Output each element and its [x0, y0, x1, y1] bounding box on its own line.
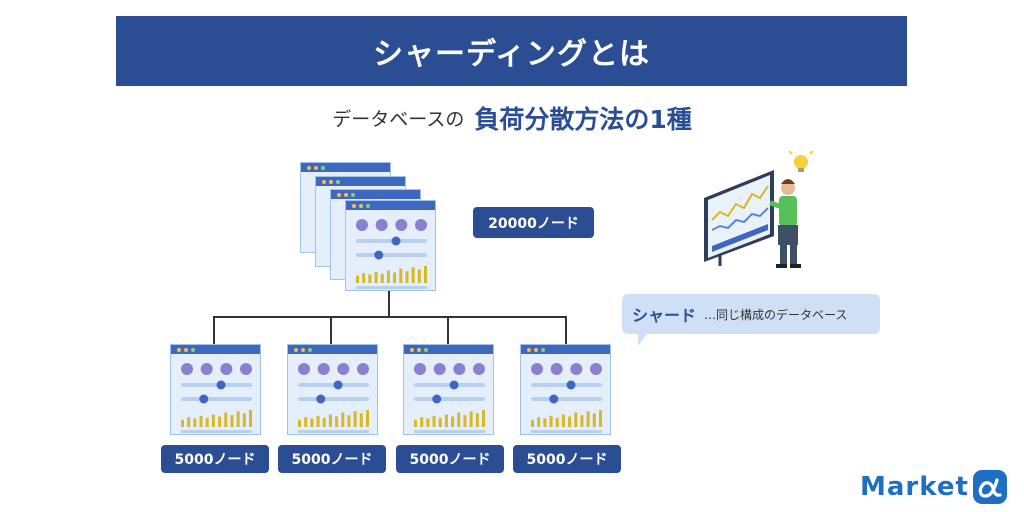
window-dot: [191, 348, 195, 352]
window-dot: [307, 166, 311, 170]
window-dot: [177, 348, 181, 352]
window-contents: [414, 363, 485, 433]
alpha-logo-icon: [972, 470, 1007, 504]
window-dot: [541, 348, 545, 352]
window-titlebar: [171, 345, 260, 354]
window-titlebar: [301, 163, 390, 172]
window-dot: [344, 193, 348, 197]
window-dot: [410, 348, 414, 352]
subtitle-main: 負荷分散方法の1種: [474, 105, 692, 134]
window-dot: [322, 180, 326, 184]
window-dot: [527, 348, 531, 352]
shard-label: 5000ノード: [513, 445, 621, 473]
shard-label: 5000ノード: [278, 445, 386, 473]
window-dot: [351, 193, 355, 197]
definition-description: …同じ構成のデータベース: [704, 307, 848, 322]
subtitle: データベースの負荷分散方法の1種: [0, 100, 1024, 136]
window-dot: [352, 204, 356, 208]
window-dot: [424, 348, 428, 352]
window-dot: [366, 204, 370, 208]
top-node-label: 20000ノード: [473, 207, 594, 238]
database-window: [287, 344, 378, 435]
database-window: [170, 344, 261, 435]
window-contents: [531, 363, 602, 433]
window-dot: [184, 348, 188, 352]
window-contents: [181, 363, 252, 433]
window-titlebar: [404, 345, 493, 354]
window-dot: [417, 348, 421, 352]
shard-label: 5000ノード: [161, 445, 269, 473]
shard-definition-bubble: シャード …同じ構成のデータベース: [622, 294, 880, 334]
window-dot: [314, 166, 318, 170]
window-titlebar: [521, 345, 610, 354]
window-titlebar: [288, 345, 377, 354]
window-dot: [329, 180, 333, 184]
window-titlebar: [316, 177, 405, 186]
window-dot: [294, 348, 298, 352]
window-dot: [336, 180, 340, 184]
window-dot: [359, 204, 363, 208]
subtitle-prefix: データベースの: [332, 108, 465, 131]
database-window: [520, 344, 611, 435]
window-dot: [337, 193, 341, 197]
window-dot: [301, 348, 305, 352]
window-titlebar: [346, 201, 435, 210]
speech-bubble-tail: [638, 332, 648, 346]
person-dashboard-illustration: [704, 150, 814, 268]
database-window: [345, 200, 436, 291]
window-titlebar: [331, 190, 420, 199]
title-banner: シャーディングとは: [116, 16, 907, 86]
page-title: シャーディングとは: [373, 37, 650, 72]
window-contents: [298, 363, 369, 433]
window-dot: [321, 166, 325, 170]
market-alpha-logo: Market: [860, 468, 1009, 506]
window-dot: [308, 348, 312, 352]
logo-text: Market: [860, 472, 969, 502]
shard-label: 5000ノード: [396, 445, 504, 473]
database-window: [403, 344, 494, 435]
window-dot: [534, 348, 538, 352]
definition-term: シャード: [632, 306, 697, 325]
window-contents: [356, 219, 427, 289]
